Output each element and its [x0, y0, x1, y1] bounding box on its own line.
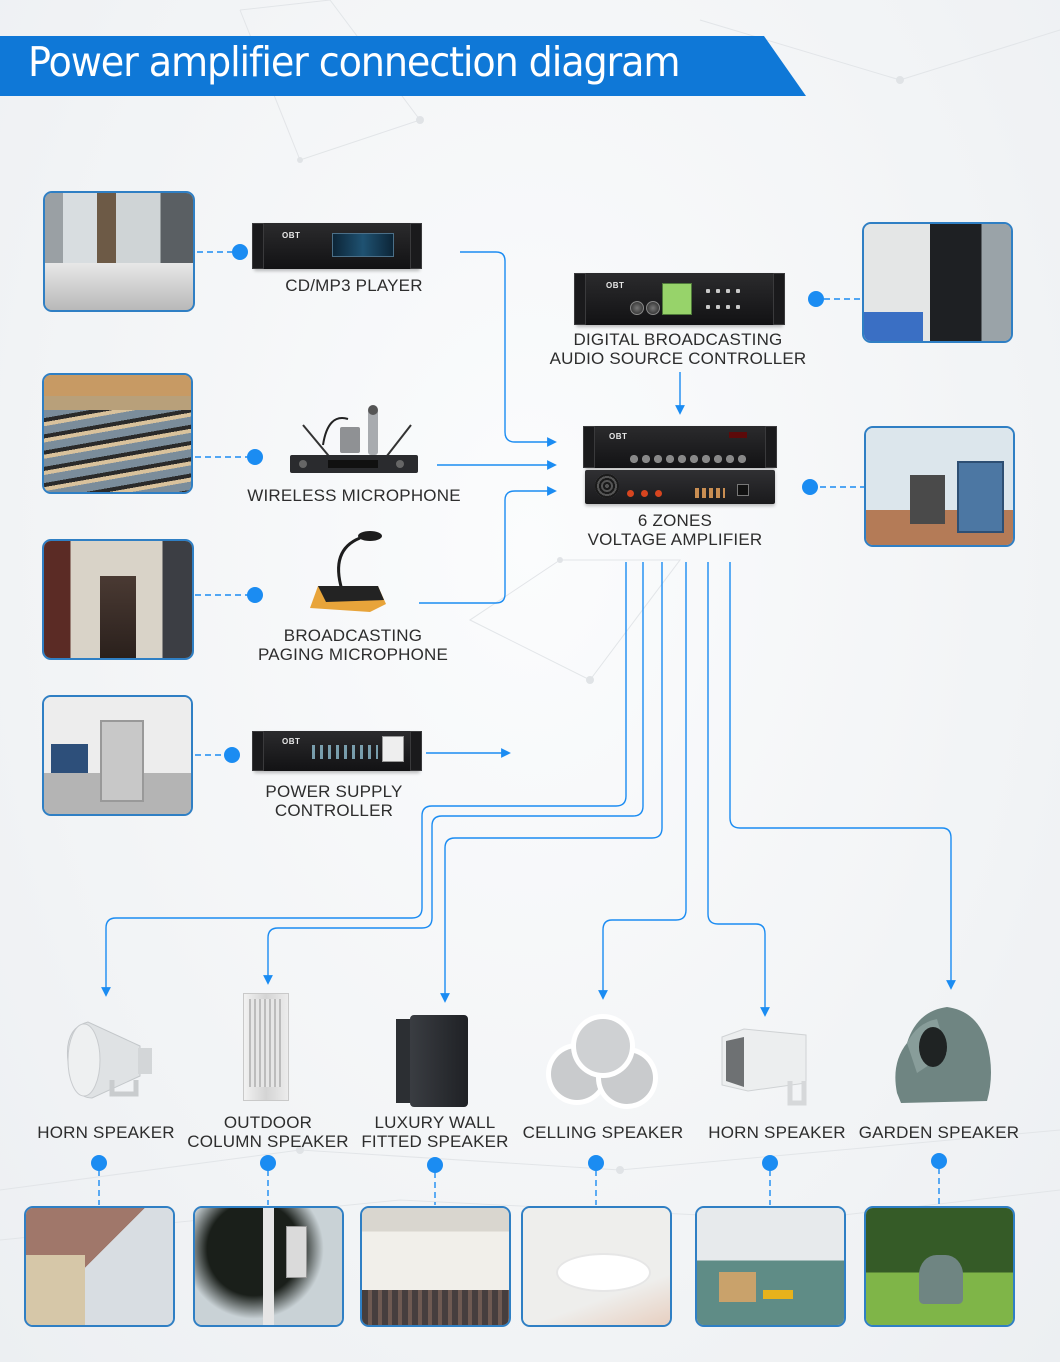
- photo-conference-room: [42, 539, 194, 660]
- line-zone-6: [729, 562, 956, 990]
- cd-mp3-player-device: OBT: [252, 223, 422, 269]
- connector-dot-zone-6: [931, 1153, 947, 1169]
- zone-5-label: HORN SPEAKER: [708, 1123, 846, 1142]
- photo-warehouse: [695, 1206, 846, 1327]
- photo-meeting-hall: [360, 1206, 511, 1327]
- line-zone-5: [707, 562, 770, 1017]
- photo-control-room: [43, 191, 195, 312]
- power-supply-controller-label: POWER SUPPLY CONTROLLER: [265, 782, 403, 820]
- connector-dot-zone-4: [588, 1155, 604, 1171]
- connector-dot-wireless: [247, 449, 263, 465]
- line-zone-3: [440, 562, 663, 1003]
- connector-dot-cd: [232, 244, 248, 260]
- wireless-microphone-device: [288, 405, 420, 477]
- zone-2-label: OUTDOOR COLUMN SPEAKER: [187, 1113, 349, 1151]
- photo-office-cabinet: [864, 426, 1015, 547]
- connector-dot-zone-2: [260, 1155, 276, 1171]
- audio-source-controller-label: DIGITAL BROADCASTING AUDIO SOURCE CONTRO…: [549, 330, 807, 368]
- connector-dot-zone-5: [762, 1155, 778, 1171]
- title-banner: [0, 36, 806, 96]
- zone-3-label: LUXURY WALL FITTED SPEAKER: [361, 1113, 509, 1151]
- column-speaker-icon: [243, 993, 289, 1101]
- horn-speaker-icon: [60, 1018, 155, 1104]
- connector-dot-controller: [808, 291, 824, 307]
- audio-source-controller-device: OBT: [574, 273, 785, 325]
- line-zone-4: [598, 562, 687, 1000]
- photo-ceiling: [521, 1206, 672, 1327]
- photo-rack-cabinet: [862, 222, 1013, 343]
- connector-dot-zone-1: [91, 1155, 107, 1171]
- horn-speaker-2-icon: [718, 1025, 810, 1109]
- voltage-amplifier-rear: [585, 470, 775, 504]
- ceiling-speaker-icon: [543, 1012, 661, 1112]
- zone-4-label: CELLING SPEAKER: [522, 1123, 684, 1142]
- cd-mp3-player-label: CD/MP3 PLAYER: [285, 276, 423, 295]
- connector-dot-zone-3: [427, 1157, 443, 1173]
- connector-dot-amplifier: [802, 479, 818, 495]
- garden-speaker-icon: [887, 1003, 995, 1111]
- wall-speaker-icon: [396, 1015, 468, 1107]
- connector-dot-paging: [247, 587, 263, 603]
- power-supply-controller-device: OBT: [252, 731, 422, 771]
- zone-1-label: HORN SPEAKER: [37, 1123, 175, 1142]
- line-zone-2: [263, 562, 644, 985]
- zone-6-label: GARDEN SPEAKER: [858, 1123, 1020, 1142]
- photo-lecture-hall: [42, 373, 193, 494]
- page-title: Power amplifier connection diagram: [28, 38, 681, 86]
- wireless-microphone-label: WIRELESS MICROPHONE: [247, 486, 461, 505]
- photo-garden: [864, 1206, 1015, 1327]
- connector-dot-power: [224, 747, 240, 763]
- photo-horn-install: [24, 1206, 175, 1327]
- paging-microphone-label: BROADCASTING PAGING MICROPHONE: [257, 626, 449, 664]
- voltage-amplifier-label: 6 ZONES VOLTAGE AMPLIFIER: [587, 511, 763, 549]
- paging-microphone-device: [300, 530, 400, 615]
- voltage-amplifier-front: OBT: [583, 426, 777, 468]
- photo-column-pole: [193, 1206, 344, 1327]
- photo-equipment-room: [42, 695, 193, 816]
